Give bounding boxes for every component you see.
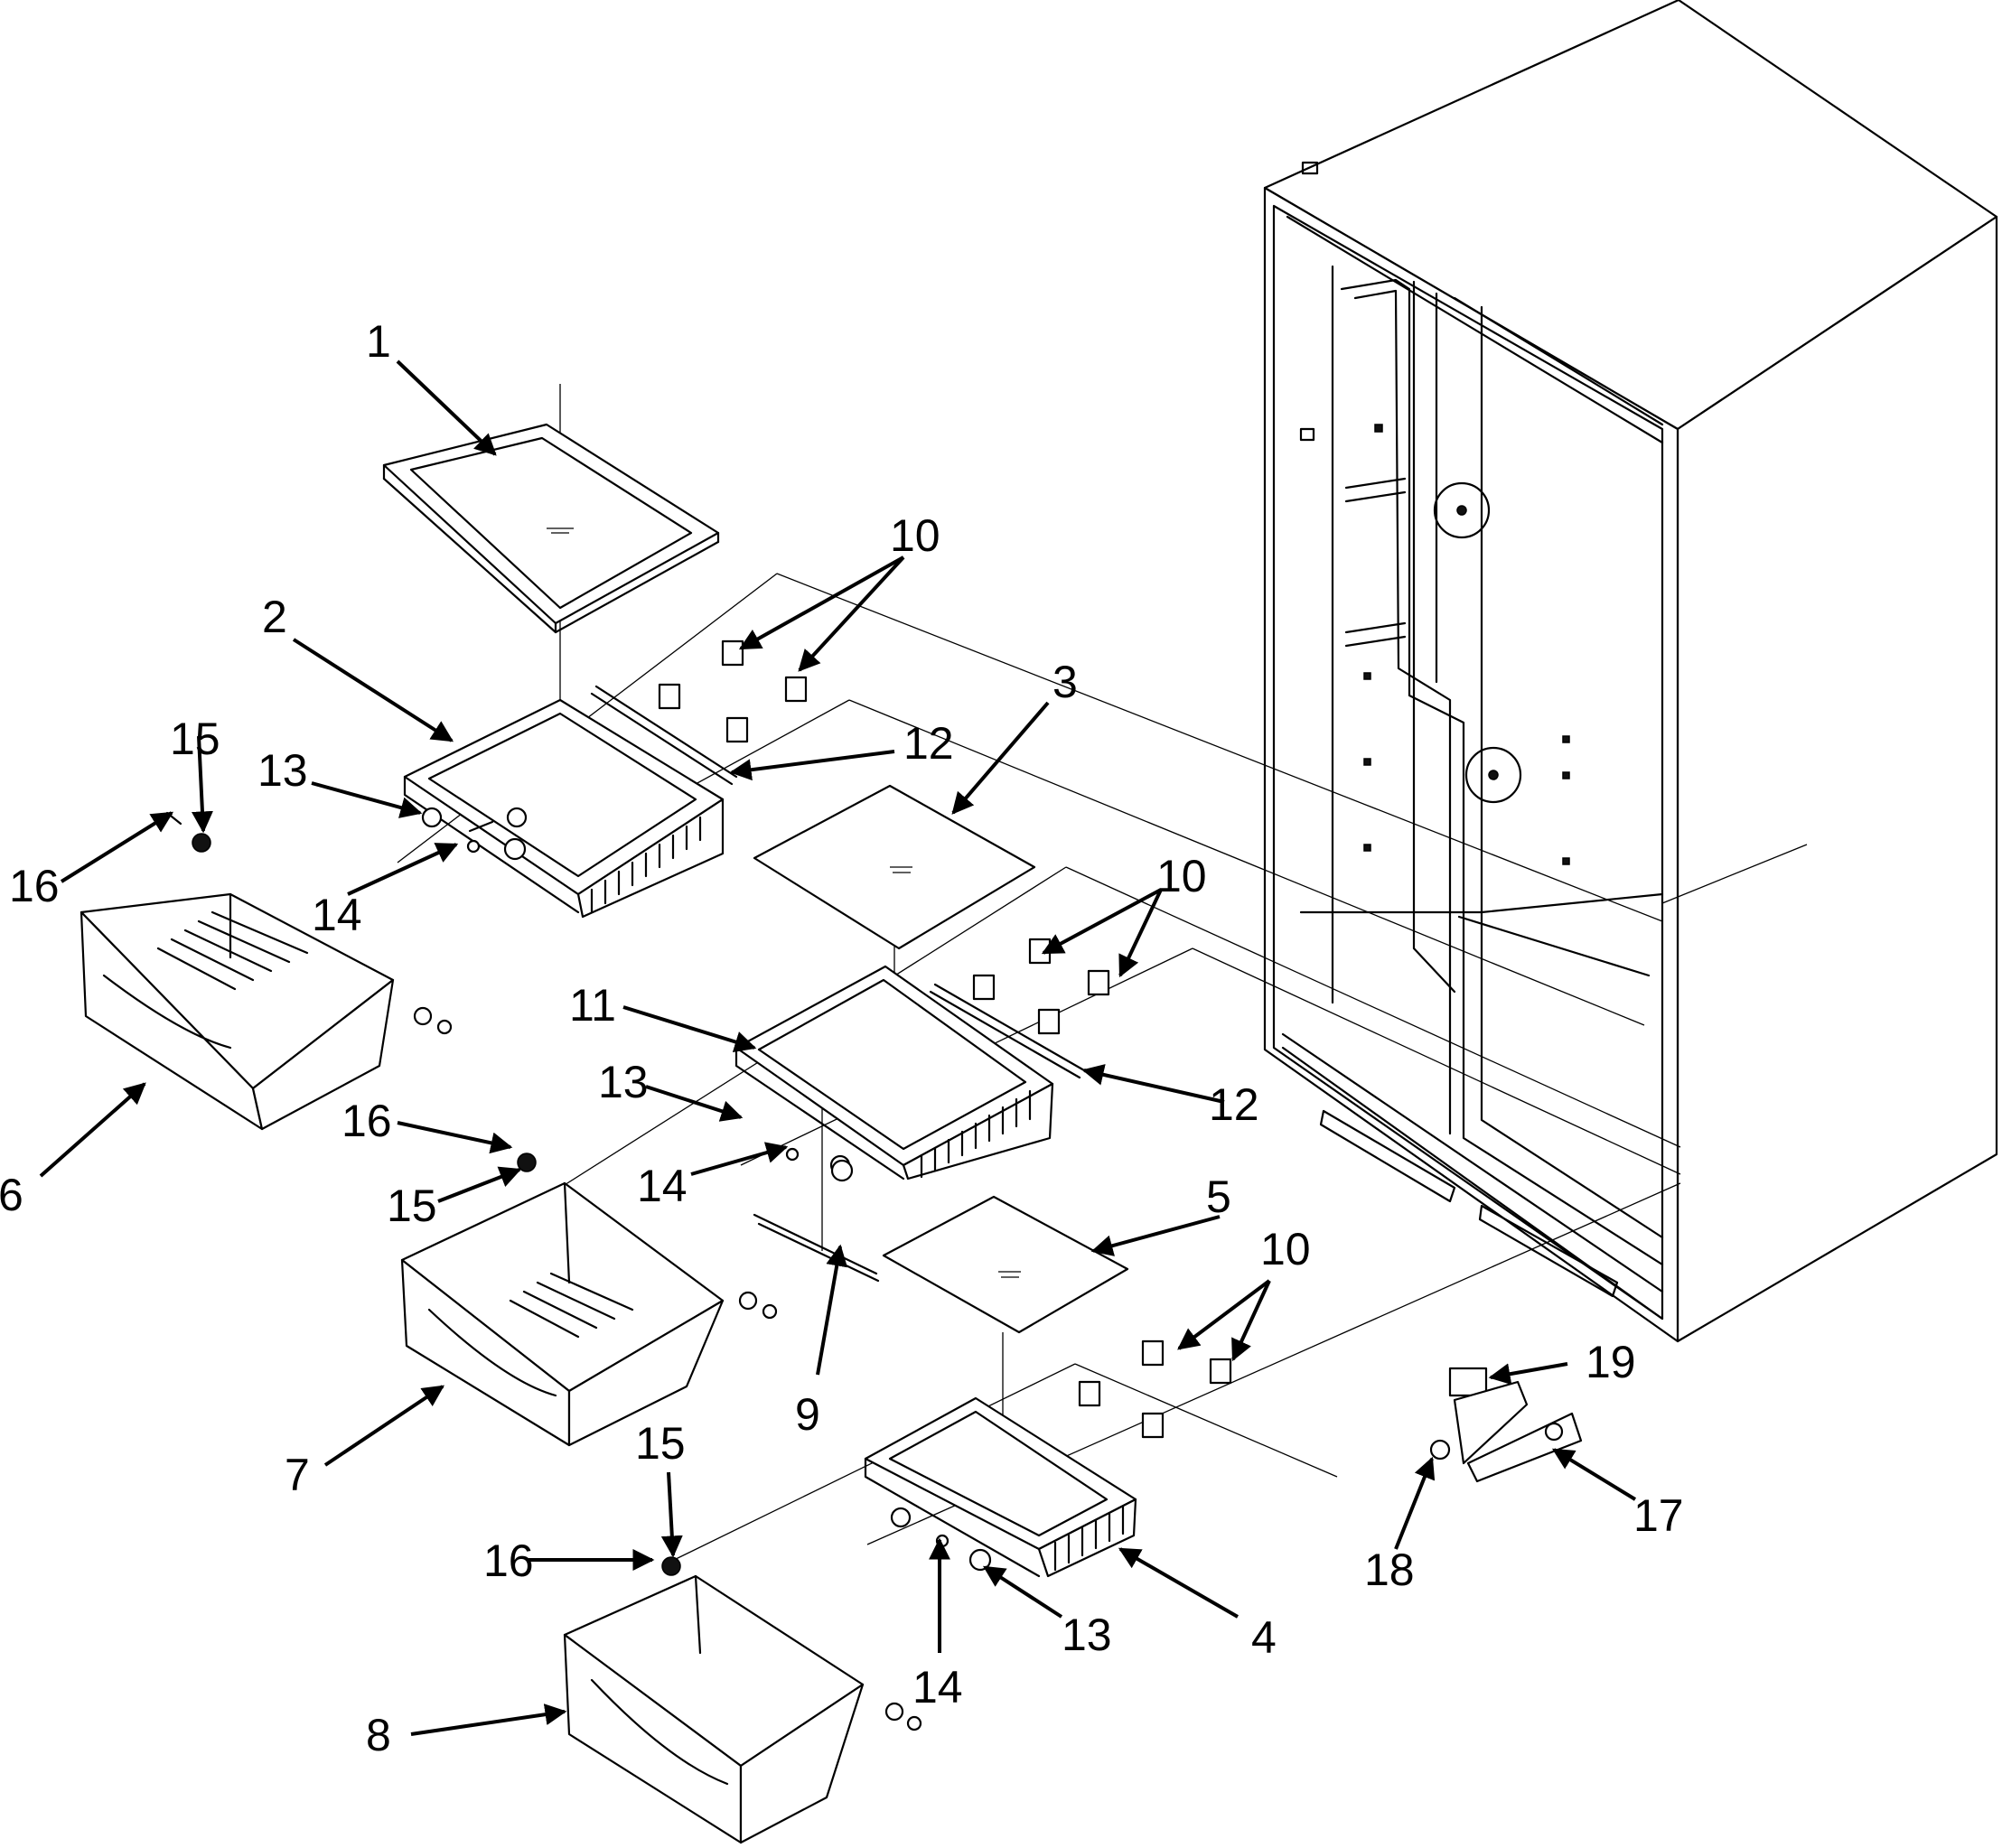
crisper-frame-grille-lower	[1053, 1505, 1125, 1572]
drawer-6-ribs	[156, 910, 309, 991]
part-7-drawer	[400, 1181, 778, 1447]
callout-18: 18	[1364, 1545, 1415, 1595]
callout-19: 19	[1586, 1337, 1636, 1387]
part-1-shelf	[382, 423, 720, 634]
callout-14a: 14	[312, 890, 362, 940]
part-6-drawer	[80, 892, 453, 1131]
callout-16b: 16	[341, 1096, 392, 1146]
callout-8: 8	[366, 1710, 391, 1760]
callout-16a: 16	[9, 861, 60, 911]
callout-12b: 12	[1209, 1079, 1259, 1130]
part-2-crisper-frame	[403, 685, 738, 919]
fasteners	[165, 807, 992, 1576]
callout-arrows	[39, 359, 1637, 1736]
part-3-glass-panel	[753, 784, 1036, 950]
callout-13b: 13	[598, 1057, 649, 1107]
callout-10a: 10	[890, 510, 940, 561]
callout-15a: 15	[170, 714, 220, 764]
callout-labels: 1 2 3 4 5 6 7 8 9 10 10 10 11 12 12 13 1…	[0, 316, 1684, 1760]
callout-13c: 13	[1062, 1610, 1112, 1660]
callout-14b: 14	[637, 1161, 688, 1211]
callout-3: 3	[1052, 657, 1078, 707]
callout-12a: 12	[903, 718, 954, 769]
callout-4: 4	[1251, 1612, 1277, 1663]
callout-10b: 10	[1156, 851, 1207, 901]
part-10-brackets	[658, 639, 1232, 1439]
crisper-frame-grille-upper	[590, 816, 702, 914]
part-9-rod	[753, 1213, 880, 1283]
callout-17: 17	[1633, 1490, 1684, 1541]
callout-14c: 14	[912, 1662, 963, 1713]
part-4-crisper-frame	[864, 1396, 1137, 1578]
callout-10c: 10	[1260, 1224, 1311, 1274]
part-11-crisper-frame	[734, 965, 1086, 1181]
callout-15b: 15	[387, 1181, 437, 1231]
callout-15c: 15	[635, 1418, 686, 1469]
callout-16c: 16	[483, 1535, 534, 1586]
callout-7: 7	[285, 1450, 310, 1500]
part-5-glass-panel	[882, 1195, 1129, 1334]
callout-5: 5	[1206, 1171, 1231, 1222]
callout-6: 6	[0, 1170, 23, 1220]
callout-2: 2	[262, 592, 287, 642]
crisper-frame-grille-middle	[920, 1089, 1032, 1179]
drawer-7-ribs	[509, 1272, 634, 1339]
part-8-drawer	[563, 1574, 922, 1844]
callout-11: 11	[569, 980, 616, 1031]
callout-13a: 13	[257, 745, 308, 796]
callout-1: 1	[366, 316, 391, 367]
callout-9: 9	[795, 1389, 820, 1440]
hinge-parts	[1429, 1367, 1583, 1483]
refrigerator-cabinet	[1263, 0, 1998, 1343]
